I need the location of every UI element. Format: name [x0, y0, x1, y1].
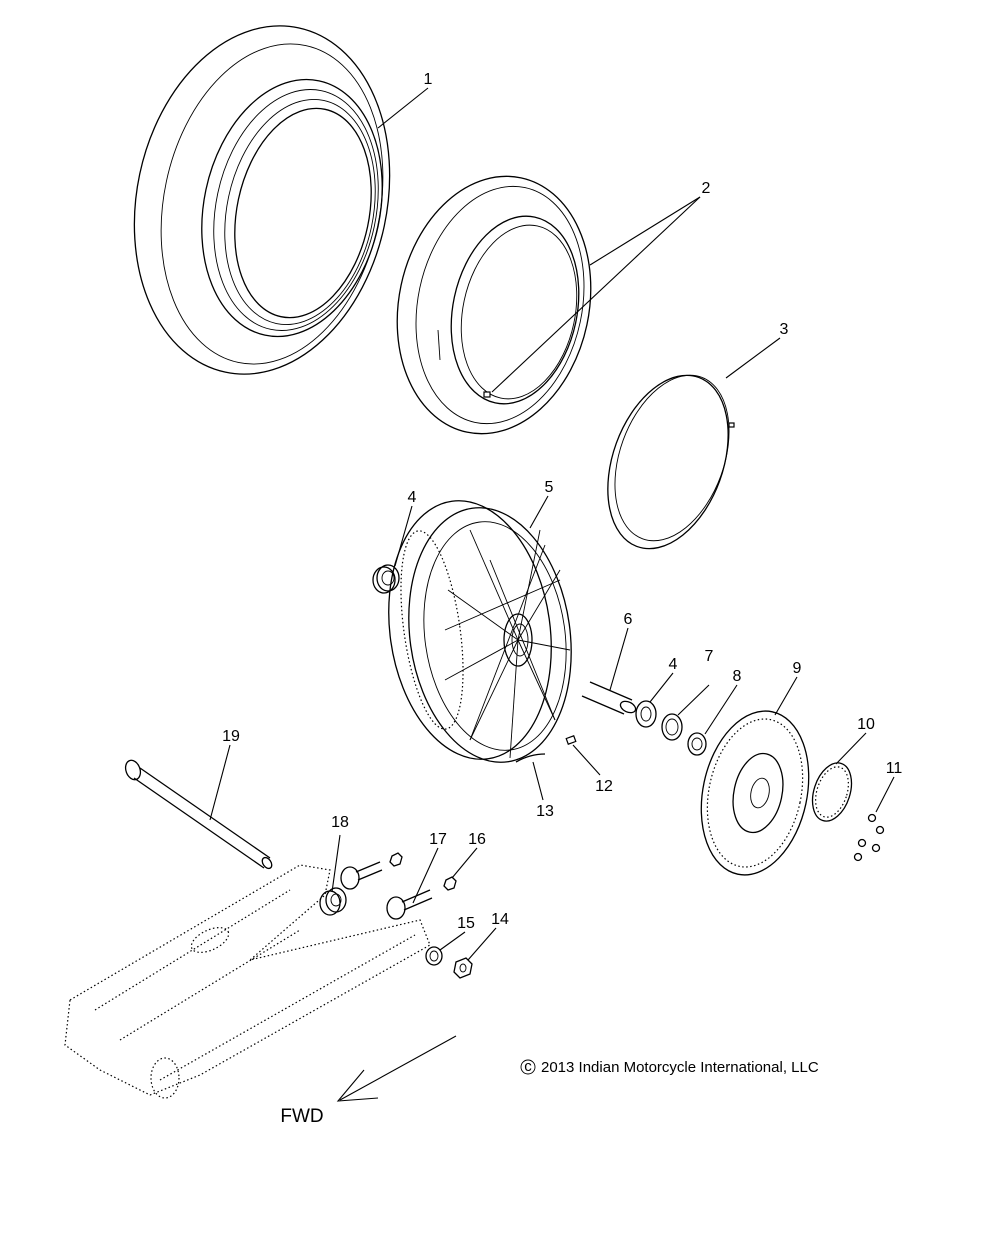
swingarm	[64, 864, 431, 1099]
callout-11: 11	[886, 760, 903, 777]
callout-5: 5	[545, 479, 554, 496]
spacer-tube	[581, 681, 637, 715]
adjuster-bolt	[340, 861, 433, 920]
copyright-notice: c 2013 Indian Motorcycle International, …	[520, 1058, 819, 1076]
wheel-bearing-left	[372, 564, 400, 594]
callout-4-right: 4	[669, 656, 678, 673]
callout-12: 12	[595, 778, 613, 795]
callout-14: 14	[491, 911, 509, 928]
callout-3: 3	[780, 321, 789, 338]
valve-clip	[565, 735, 577, 745]
callout-1: 1	[424, 71, 433, 88]
abs-tone-ring	[811, 762, 853, 822]
callout-16: 16	[468, 831, 486, 848]
callout-4-left: 4	[408, 489, 417, 506]
seal	[661, 713, 683, 741]
rim-strip	[607, 374, 735, 550]
callout-9: 9	[793, 660, 802, 677]
callout-labels: 1 2 3 4 5 6 4 7 8 9 10 11 12 13 14 15 16…	[222, 71, 902, 932]
inner-tube	[396, 175, 592, 435]
callout-18: 18	[331, 814, 349, 831]
wheel-bearing-right	[635, 700, 657, 728]
screws	[853, 813, 885, 862]
nut-small	[389, 852, 457, 891]
callout-2: 2	[702, 180, 711, 197]
bushing	[319, 887, 347, 916]
balance-weight	[515, 753, 546, 763]
copyright-symbol: c	[524, 1058, 532, 1075]
callout-10: 10	[857, 716, 875, 733]
nut	[453, 957, 473, 979]
washer	[425, 946, 443, 966]
callout-8: 8	[733, 668, 742, 685]
callout-17: 17	[429, 831, 447, 848]
callout-15: 15	[457, 915, 475, 932]
rear-tire	[133, 25, 391, 375]
spacer	[687, 732, 707, 756]
fwd-label: FWD	[280, 1106, 323, 1127]
leader-lines	[209, 87, 895, 961]
callout-7: 7	[705, 648, 714, 665]
spoked-wheel	[388, 500, 572, 763]
callout-13: 13	[536, 803, 554, 820]
axle	[124, 759, 273, 870]
forward-direction-arrow: FWD	[280, 1035, 457, 1127]
callout-6: 6	[624, 611, 633, 628]
brake-disc	[700, 710, 810, 876]
copyright-text: 2013 Indian Motorcycle International, LL…	[541, 1059, 819, 1076]
callout-19: 19	[222, 728, 240, 745]
